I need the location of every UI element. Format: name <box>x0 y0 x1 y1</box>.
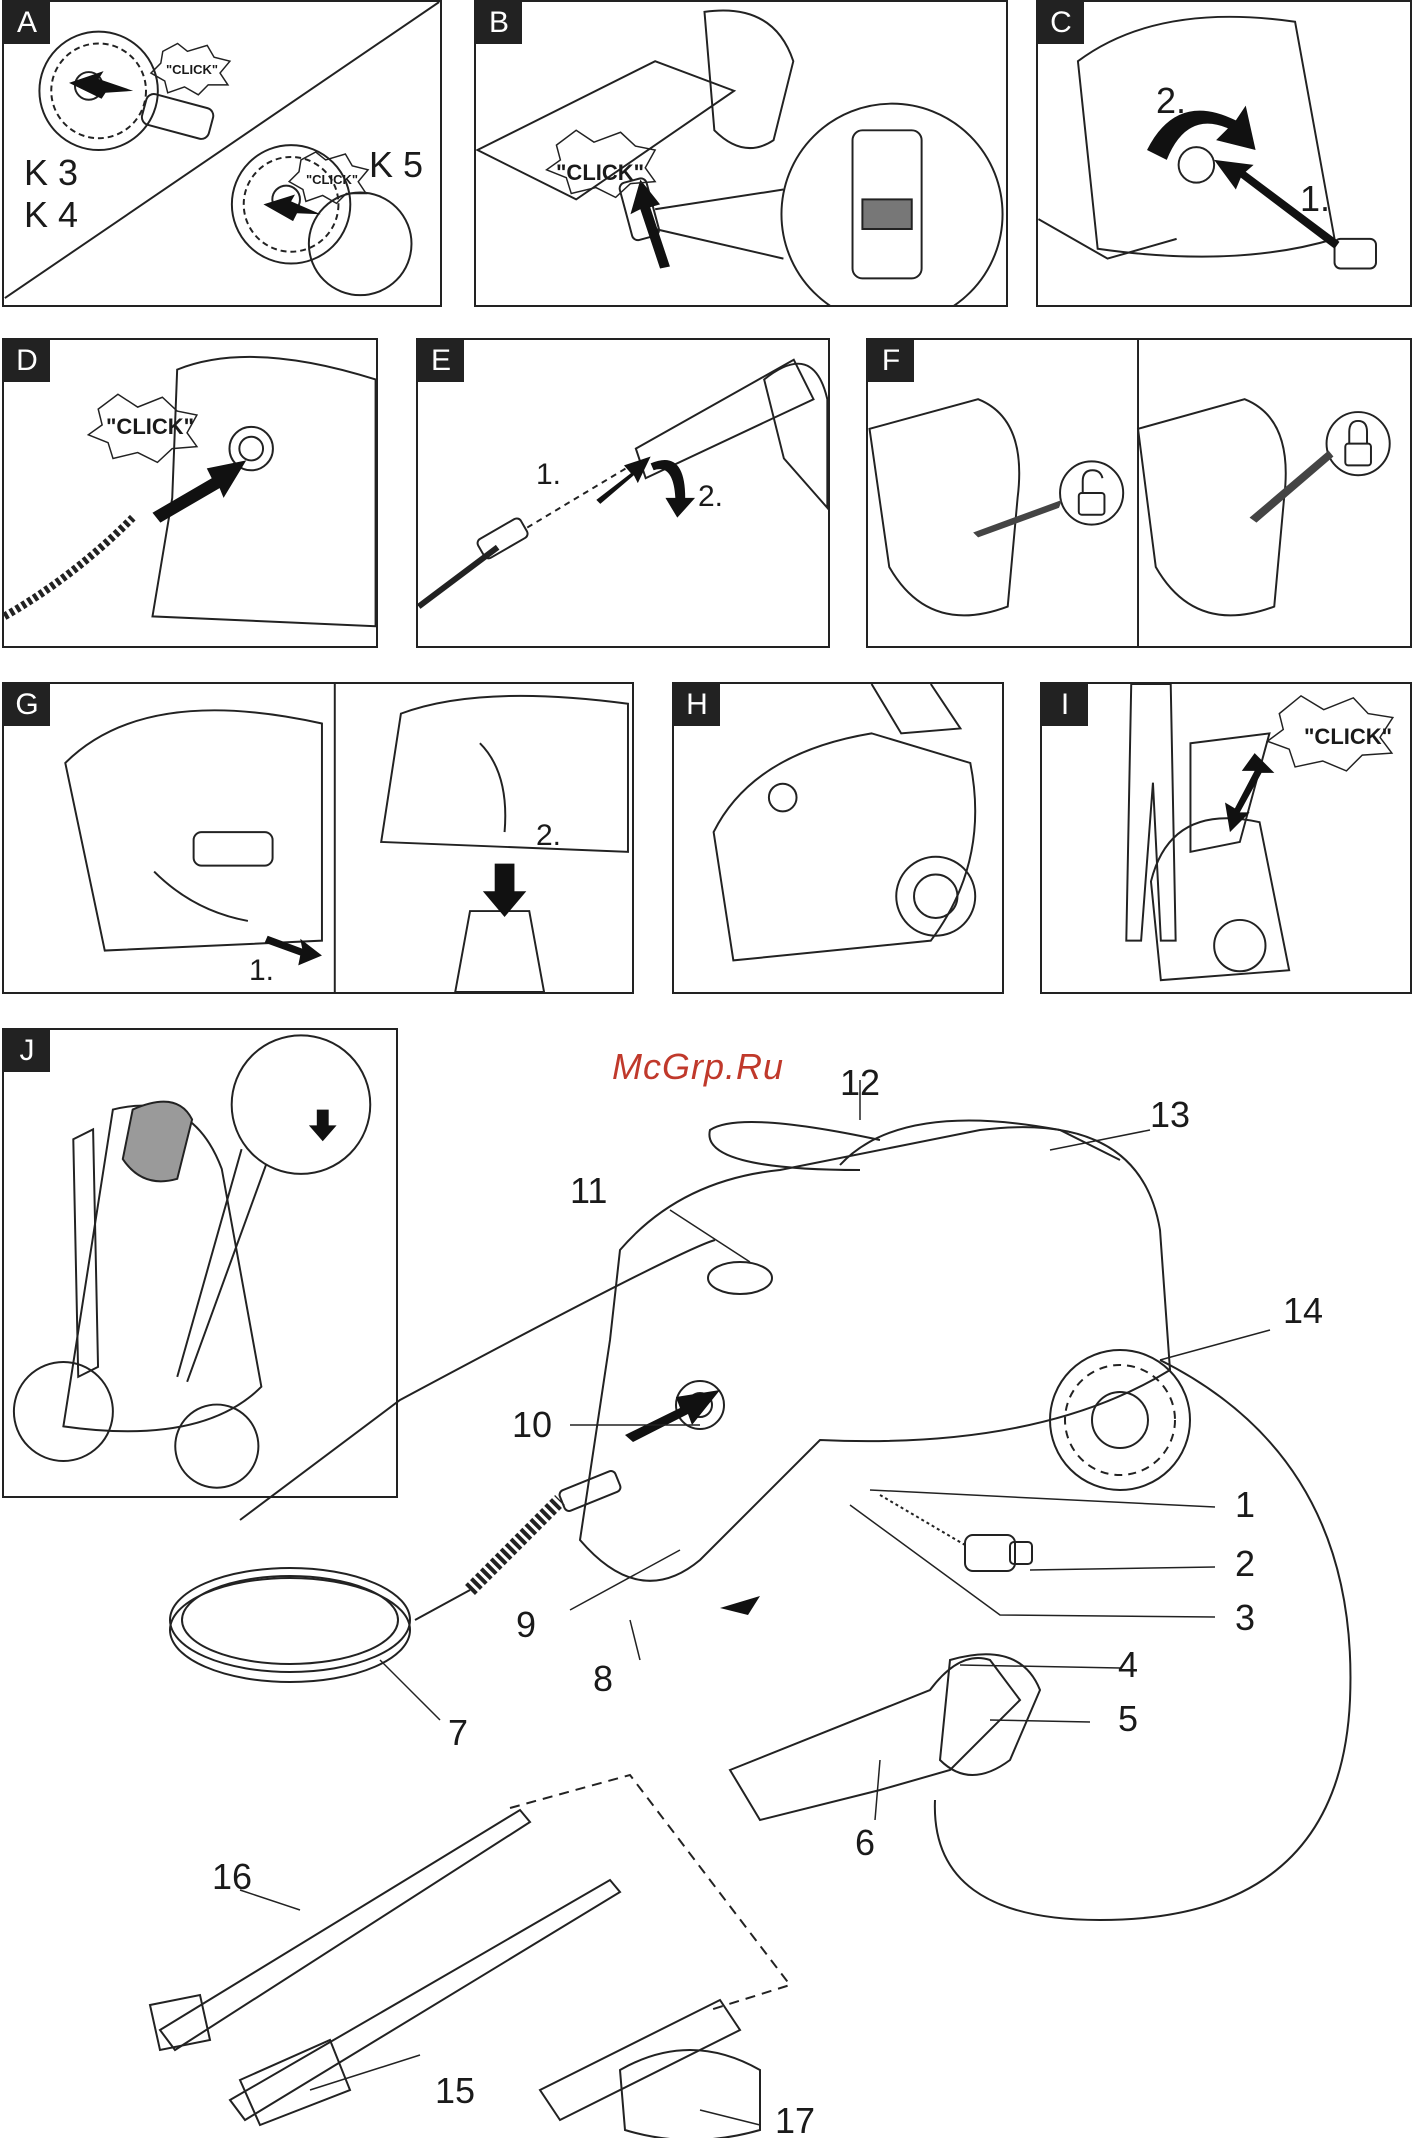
exploded-parts-diagram <box>0 1025 1415 2138</box>
panel-d-illustration <box>4 340 376 646</box>
model-k4: K 4 <box>24 194 78 236</box>
lock-closed-icon <box>1327 412 1390 475</box>
wheel <box>1050 1350 1190 1490</box>
panel-tag: E <box>418 340 464 382</box>
panel-c: C 2. 1. <box>1036 0 1412 307</box>
part-number-16: 16 <box>212 1856 252 1898</box>
lock-open-icon <box>1060 461 1123 524</box>
click-label-a2: "CLICK" <box>306 172 358 187</box>
step-label: 1. <box>249 954 274 988</box>
panel-c-illustration <box>1038 2 1410 305</box>
panel-h-illustration <box>674 684 1002 992</box>
panel-f: F <box>866 338 1412 648</box>
part-number-13: 13 <box>1150 1094 1190 1136</box>
part-number-1: 1 <box>1235 1484 1255 1526</box>
lance-16 <box>160 1810 530 2050</box>
switch-knob <box>708 1262 772 1294</box>
panel-i: I "CLICK" <box>1040 682 1412 994</box>
part-number-11: 11 <box>570 1170 607 1212</box>
click-label-b: "CLICK" <box>556 160 644 186</box>
panel-tag: H <box>674 684 720 726</box>
part-number-10: 10 <box>512 1404 552 1446</box>
rotate-arrow-icon <box>651 460 695 518</box>
panel-b: B "CLICK" <box>474 0 1008 307</box>
lance-15 <box>230 1880 620 2120</box>
panel-tag: D <box>4 340 50 382</box>
panel-g: G 1. 2. <box>2 682 634 994</box>
part-number-6: 6 <box>855 1822 875 1864</box>
panel-tag: I <box>1042 684 1088 726</box>
watermark: McGrp.Ru <box>612 1046 784 1088</box>
panel-e: E 1. 2. <box>416 338 830 648</box>
step-label: 2. <box>698 480 723 514</box>
model-k3: K 3 <box>24 152 78 194</box>
part-number-8: 8 <box>593 1658 613 1700</box>
arrow-icon <box>265 864 527 966</box>
part-number-4: 4 <box>1118 1644 1138 1686</box>
arrow-icon <box>152 460 246 522</box>
panel-d: D "CLICK" <box>2 338 378 648</box>
part-number-5: 5 <box>1118 1698 1138 1740</box>
panel-tag: J <box>4 1030 50 1072</box>
panel-f-illustration <box>868 340 1410 646</box>
panel-tag: F <box>868 340 914 382</box>
part-number-17: 17 <box>775 2100 815 2142</box>
socket-icon <box>39 32 411 296</box>
click-label-a1: "CLICK" <box>166 62 218 77</box>
step-label: 1. <box>536 458 561 492</box>
model-k5: K 5 <box>369 144 423 186</box>
part-number-2: 2 <box>1235 1543 1255 1585</box>
part-number-3: 3 <box>1235 1597 1255 1639</box>
panel-tag: B <box>476 2 522 44</box>
click-label-i: "CLICK" <box>1304 724 1392 750</box>
step-label: 1. <box>1300 178 1330 220</box>
machine-body <box>580 1127 1170 1581</box>
panel-tag: C <box>1038 2 1084 44</box>
arrow-icon <box>630 180 669 269</box>
spray-gun <box>730 1658 1020 1820</box>
panel-h: H <box>672 682 1004 994</box>
part-number-9: 9 <box>516 1604 536 1646</box>
step-label: 2. <box>536 819 561 853</box>
click-label-d: "CLICK" <box>106 414 194 440</box>
panel-tag: A <box>4 2 50 44</box>
part-number-12: 12 <box>840 1062 880 1104</box>
panel-e-illustration <box>418 340 828 646</box>
panel-a: A "CLICK" "CLICK" K 3 K 4 K 5 <box>2 0 442 307</box>
panel-b-illustration <box>476 2 1006 305</box>
panel-tag: G <box>4 684 50 726</box>
part-number-15: 15 <box>435 2070 475 2112</box>
part-number-7: 7 <box>448 1712 468 1754</box>
step-label: 2. <box>1156 80 1186 122</box>
part-number-14: 14 <box>1283 1290 1323 1332</box>
